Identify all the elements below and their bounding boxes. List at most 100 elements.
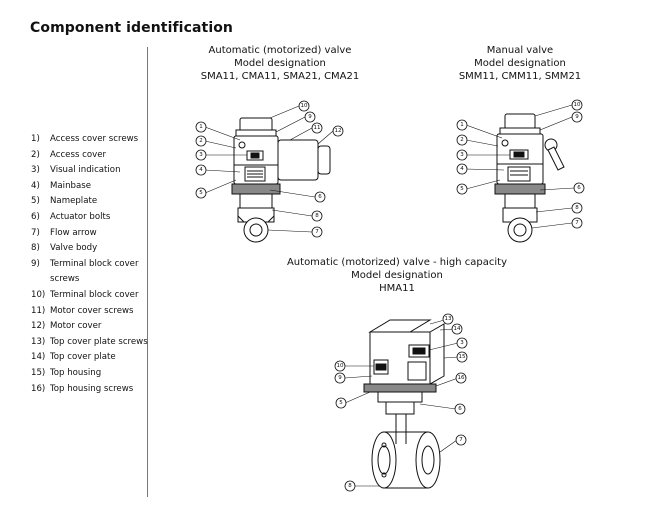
callout-marker: 9 xyxy=(334,372,346,384)
legend-item: 14)Top cover plate xyxy=(31,352,116,363)
callout-marker: 7 xyxy=(571,217,583,229)
manual-valve-callouts: 1 2 3 4 5 6 7 8 9 10 xyxy=(456,99,585,229)
svg-text:15: 15 xyxy=(459,354,466,360)
callout-marker: 10 xyxy=(334,360,346,372)
svg-text:1: 1 xyxy=(460,122,464,128)
legend-item: 1)Access cover screws xyxy=(31,134,139,144)
svg-text:3: 3 xyxy=(199,152,203,158)
callout-marker: 7 xyxy=(311,226,323,238)
legend-item: 13)Top cover plate screws xyxy=(31,336,148,347)
callout-marker: 12 xyxy=(332,125,344,137)
svg-text:3: 3 xyxy=(460,340,464,346)
callout-marker: 8 xyxy=(344,480,356,492)
svg-text:7: 7 xyxy=(315,229,319,235)
callout-marker: 2 xyxy=(456,134,468,146)
callout-marker: 6 xyxy=(454,403,466,415)
callout-marker: 6 xyxy=(573,182,585,194)
svg-text:10: 10 xyxy=(337,363,344,369)
auto-valve-drawing xyxy=(231,117,331,243)
manual-valve-models: SMM11, CMM11, SMM21 xyxy=(458,71,582,82)
manual-valve-drawing xyxy=(494,113,565,243)
callout-marker: 4 xyxy=(456,163,468,175)
callout-marker: 15 xyxy=(456,351,468,363)
callout-marker: 11 xyxy=(311,122,323,134)
legend-item: 3)Visual indication xyxy=(31,165,121,176)
svg-text:4: 4 xyxy=(199,167,203,173)
svg-text:9: 9 xyxy=(338,375,342,381)
auto-valve-designation-label: Model designation xyxy=(234,58,326,69)
manual-valve-type: Manual valve xyxy=(486,45,554,56)
legend-item: 11)Motor cover screws xyxy=(31,305,134,316)
svg-text:6: 6 xyxy=(577,185,581,191)
callout-marker: 9 xyxy=(304,111,316,123)
svg-text:14: 14 xyxy=(454,326,461,332)
auto-valve-type: Automatic (motorized) valve xyxy=(208,45,352,56)
svg-text:2: 2 xyxy=(199,138,203,144)
callout-marker: 8 xyxy=(571,202,583,214)
callout-marker: 2 xyxy=(195,135,207,147)
high-valve-callouts: 13 14 3 15 10 9 16 5 6 7 8 xyxy=(334,313,468,492)
callout-marker: 3 xyxy=(195,149,207,161)
callout-marker: 7 xyxy=(455,434,467,446)
legend-item: 10)Terminal block cover xyxy=(31,289,139,300)
callout-marker: 16 xyxy=(455,372,467,384)
svg-text:3: 3 xyxy=(460,152,464,158)
high-capacity-valve-drawing xyxy=(363,319,445,489)
svg-text:5: 5 xyxy=(339,400,343,406)
callout-marker: 5 xyxy=(335,397,347,409)
svg-text:8: 8 xyxy=(575,205,579,211)
legend-item: 16)Top housing screws xyxy=(31,383,134,394)
callout-marker: 3 xyxy=(456,337,468,349)
high-capacity-valve-caption: Automatic (motorized) valve - high capac… xyxy=(277,256,517,295)
callout-marker: 9 xyxy=(571,111,583,123)
manual-valve-caption: Manual valve Model designation SMM11, CM… xyxy=(440,44,600,83)
svg-text:6: 6 xyxy=(318,194,322,200)
svg-text:8: 8 xyxy=(315,213,319,219)
page-title: Component identification xyxy=(30,20,234,36)
svg-text:8: 8 xyxy=(348,483,352,489)
svg-text:9: 9 xyxy=(308,114,312,120)
legend-item: 15)Top housing xyxy=(31,367,102,378)
callout-marker: 3 xyxy=(456,149,468,161)
callout-marker: 1 xyxy=(456,119,468,131)
callout-marker: 5 xyxy=(456,183,468,195)
legend-item: 12)Motor cover xyxy=(31,321,102,332)
legend-item: 7)Flow arrow xyxy=(31,227,97,238)
callout-marker: 8 xyxy=(311,210,323,222)
svg-text:11: 11 xyxy=(314,125,321,131)
callout-marker: 13 xyxy=(442,313,454,325)
svg-text:7: 7 xyxy=(459,437,463,443)
legend-item: 6)Actuator bolts xyxy=(31,211,111,222)
svg-text:7: 7 xyxy=(575,220,579,226)
callout-marker: 10 xyxy=(298,100,310,112)
manual-valve-designation-label: Model designation xyxy=(474,58,566,69)
svg-text:2: 2 xyxy=(460,137,464,143)
svg-text:12: 12 xyxy=(335,128,342,134)
svg-text:4: 4 xyxy=(460,166,464,172)
high-valve-type: Automatic (motorized) valve - high capac… xyxy=(286,257,508,268)
legend-item: 2)Access cover xyxy=(31,149,107,160)
high-valve-models: HMA11 xyxy=(379,283,415,294)
svg-text:6: 6 xyxy=(458,406,462,412)
svg-text:13: 13 xyxy=(445,316,452,322)
component-legend: 1)Access cover screws 2)Access cover 3)V… xyxy=(31,132,149,397)
svg-text:9: 9 xyxy=(575,114,579,120)
auto-valve-callouts: 1 2 3 4 5 6 7 8 9 10 11 12 xyxy=(195,100,344,238)
legend-item: 4)Mainbase xyxy=(31,180,92,191)
svg-text:10: 10 xyxy=(574,102,581,108)
auto-valve-models: SMA11, CMA11, SMA21, CMA21 xyxy=(200,71,360,82)
svg-text:5: 5 xyxy=(199,190,203,196)
svg-text:10: 10 xyxy=(301,103,308,109)
auto-valve-caption: Automatic (motorized) valve Model design… xyxy=(180,44,380,83)
callout-marker: 14 xyxy=(451,323,463,335)
callout-marker: 5 xyxy=(195,187,207,199)
legend-item: 5)Nameplate xyxy=(31,196,98,207)
legend-item: 8)Valve body xyxy=(31,243,98,254)
callout-marker: 6 xyxy=(314,191,326,203)
vertical-divider xyxy=(147,47,148,497)
callout-marker: 4 xyxy=(195,164,207,176)
svg-text:5: 5 xyxy=(460,186,464,192)
svg-text:16: 16 xyxy=(458,375,465,381)
high-valve-designation-label: Model designation xyxy=(351,270,443,281)
svg-text:1: 1 xyxy=(199,124,203,130)
